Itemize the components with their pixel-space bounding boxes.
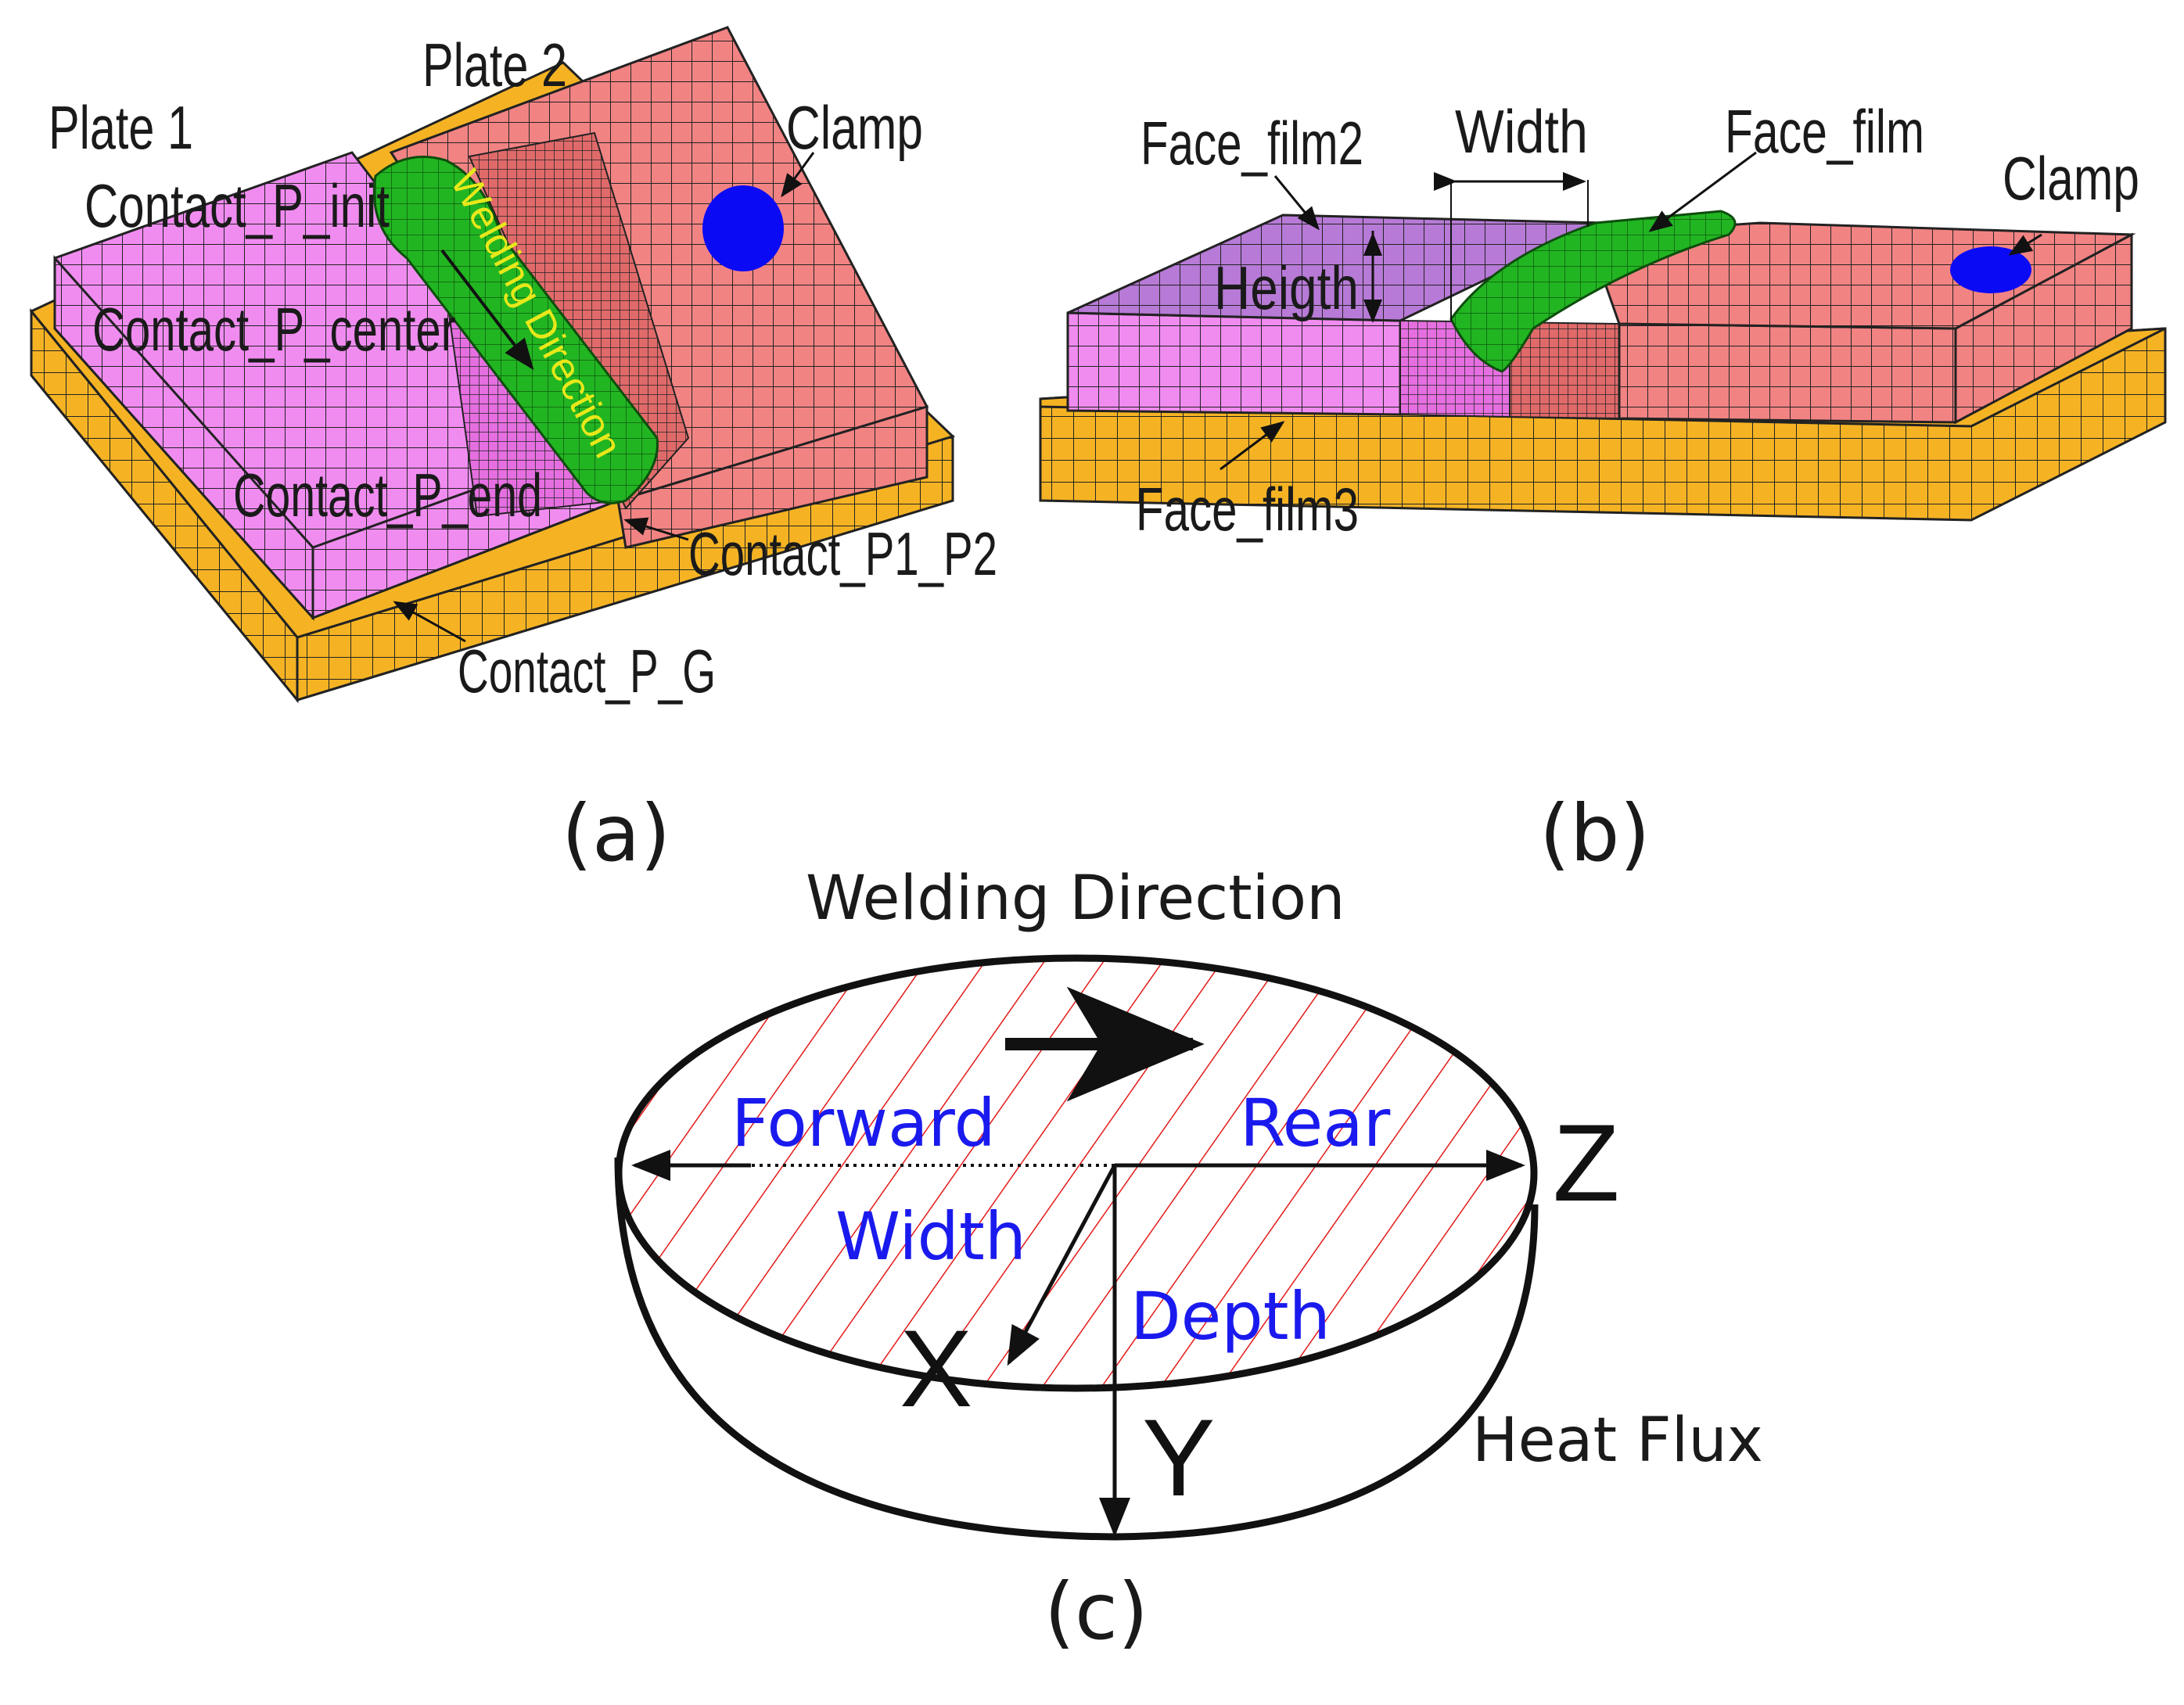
caption-c: (c) xyxy=(1044,1566,1148,1657)
caption-a: (a) xyxy=(562,788,670,879)
plate-1-label: Plate 1 xyxy=(48,93,193,162)
face-film-label: Face_film xyxy=(1725,97,1924,166)
weld-bead-b xyxy=(1449,210,1737,373)
clamp-b xyxy=(1950,246,2031,293)
face-film2-leader xyxy=(1273,175,1320,231)
depth-label: Depth xyxy=(1130,1278,1331,1355)
plate-2-label: Plate 2 xyxy=(422,31,567,99)
plate-1-front-b xyxy=(1066,311,1402,416)
clamp-a xyxy=(702,185,784,271)
face-film2-label: Face_film2 xyxy=(1140,109,1363,178)
panel-c: Welding Direction Forward Rear Width Dep… xyxy=(614,863,1763,1657)
welding-direction-title-c: Welding Direction xyxy=(806,863,1345,934)
plate-2-front-b xyxy=(1618,322,1957,424)
heat-flux-label: Heat Flux xyxy=(1472,1405,1763,1476)
weld-bead-a xyxy=(372,156,659,504)
forward-label: Forward xyxy=(731,1085,996,1161)
clamp-leader-b xyxy=(2008,233,2042,256)
contact-pg-leader xyxy=(393,601,466,643)
caption-b: (b) xyxy=(1539,788,1651,879)
clamp-leader-a xyxy=(781,152,815,198)
axis-z-label: Z xyxy=(1553,1101,1620,1224)
panel-a: Welding Direction Plate 1 Plate 2 Clamp … xyxy=(29,26,997,879)
face-film3-leader xyxy=(1220,421,1285,471)
contact-end-label: Contact_P_end xyxy=(233,461,542,529)
axis-y-label: Y xyxy=(1142,1396,1215,1519)
contact-p1p2-leader xyxy=(623,517,689,541)
face-film-leader xyxy=(1648,151,1757,232)
clamp-label-a: Clamp xyxy=(786,93,923,162)
width-label-c: Width xyxy=(835,1198,1026,1275)
panel-b: Face_film2 Width Face_film Clamp Heigth … xyxy=(1039,97,2167,879)
contact-pg-label: Contact_P_G xyxy=(458,637,716,705)
weld-direction-arrow-a xyxy=(440,249,534,371)
heat-source-top-surface xyxy=(615,954,1538,1392)
contact-init-label: Contact_P_init xyxy=(84,171,390,240)
contact-p1p2-label: Contact_P1_P2 xyxy=(688,519,997,588)
x-axis-arrow xyxy=(1007,1164,1117,1366)
contact-center-label: Contact_P_center xyxy=(92,295,456,364)
heigth-label: Heigth xyxy=(1214,253,1359,322)
width-label-b: Width xyxy=(1455,97,1588,166)
face-film3-label: Face_film3 xyxy=(1136,475,1359,544)
axis-x-label: X xyxy=(900,1307,972,1430)
clamp-label-b: Clamp xyxy=(2003,144,2139,213)
rear-label: Rear xyxy=(1240,1085,1391,1161)
